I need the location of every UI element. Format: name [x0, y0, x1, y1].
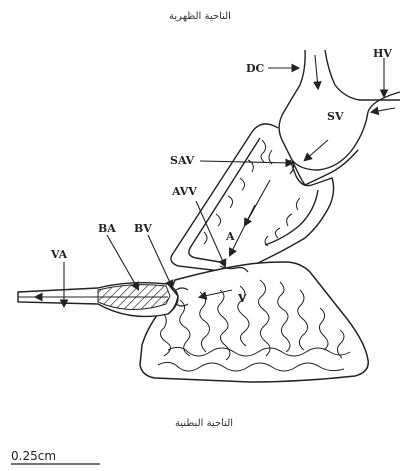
label-v: V	[237, 292, 247, 305]
label-avv: AVV	[171, 185, 197, 198]
scale-bar: 0.25cm	[11, 449, 100, 464]
scale-bar-label: 0.25cm	[11, 449, 56, 463]
ventricle	[140, 262, 368, 382]
label-sav: SAV	[170, 154, 195, 167]
label-va: VA	[50, 248, 68, 261]
label-bv: BV	[134, 222, 152, 235]
label-ba: BA	[98, 222, 116, 235]
dorsal-side-caption: الناحية الظهرية	[169, 11, 231, 22]
label-hv: HV	[373, 47, 392, 60]
label-dc: DC	[246, 62, 265, 75]
label-a: A	[225, 230, 235, 243]
label-sv: SV	[327, 110, 344, 123]
ventral-side-caption: الناحية البطنية	[175, 418, 233, 429]
atrial-trabeculae	[204, 140, 300, 246]
outflow-tract	[18, 283, 178, 317]
